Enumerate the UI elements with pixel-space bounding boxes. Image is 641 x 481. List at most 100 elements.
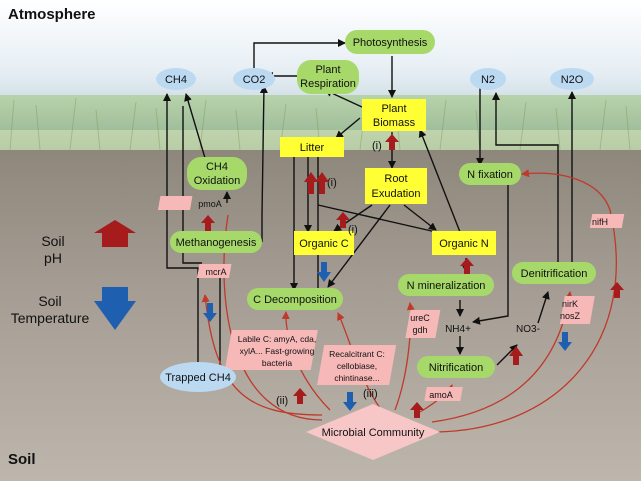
node-plant-respiration-line2: Respiration xyxy=(300,78,356,90)
gas-n2o-label: N2O xyxy=(561,74,584,86)
gene-recalcitrant: Recalcitrant C: cellobiase, chintinase..… xyxy=(317,345,397,385)
legend-temp-label: Soil Temperature xyxy=(4,293,96,327)
annotation-i-litter: (i) xyxy=(327,177,337,189)
legend-ph-label: Soil pH xyxy=(30,233,76,267)
gene-recalcitrant-line2: cellobiase, xyxy=(337,361,377,371)
node-plant-biomass: Plant Biomass xyxy=(362,99,426,131)
gene-urec-gdh: ureC gdh xyxy=(405,310,441,338)
gene-nifh: nifH xyxy=(589,214,625,228)
ph-up-arrow-icon xyxy=(410,402,424,418)
gene-mcra-label: mcrA xyxy=(206,267,227,277)
legend-temp-line2: Temperature xyxy=(10,310,90,326)
annotation-i-biomass: (i) xyxy=(372,140,382,152)
gene-nosz-label: nosZ xyxy=(560,311,581,321)
gene-labile-line2: xylA... Fast-growing xyxy=(240,346,315,356)
node-organic-c-label: Organic C xyxy=(299,238,349,250)
soil-label: Soil xyxy=(8,451,36,468)
node-photosynthesis: Photosynthesis xyxy=(345,30,435,54)
gene-mcra: mcrA xyxy=(196,264,232,278)
node-n-fixation: N fixation xyxy=(459,163,521,185)
node-plant-biomass-line1: Plant xyxy=(381,103,406,115)
ph-arrow-icons xyxy=(201,134,624,418)
node-ch4-oxidation-line2: Oxidation xyxy=(194,175,240,187)
gene-nirk-label: nirK xyxy=(562,299,578,309)
legend-ph-line2: pH xyxy=(44,250,62,266)
gene-amoa: amoA xyxy=(424,387,463,401)
gene-pmoa-label: pmoA xyxy=(198,199,222,209)
node-root-exudation-line1: Root xyxy=(384,173,407,185)
node-plant-respiration: Plant Respiration xyxy=(297,60,359,94)
node-plant-respiration-line1: Plant xyxy=(315,64,340,76)
gene-gdh-label: gdh xyxy=(412,325,427,335)
annotation-ii: (ii) xyxy=(276,395,288,407)
gas-ch4-label: CH4 xyxy=(165,74,187,86)
node-litter: Litter xyxy=(280,137,344,157)
temp-down-arrow-icon xyxy=(203,303,217,322)
legend-ph-line1: Soil xyxy=(41,233,65,249)
atmosphere-label: Atmosphere xyxy=(8,6,96,23)
node-c-decomposition-label: C Decomposition xyxy=(253,294,337,306)
node-root-exudation: Root Exudation xyxy=(365,168,427,204)
node-methanogenesis-label: Methanogenesis xyxy=(176,237,257,249)
node-denitrification: Denitrification xyxy=(512,262,596,284)
node-trapped-ch4: Trapped CH4 xyxy=(160,362,236,392)
gene-nifh-label: nifH xyxy=(592,217,608,227)
node-methanogenesis: Methanogenesis xyxy=(170,231,262,253)
node-organic-n-label: Organic N xyxy=(439,238,489,250)
node-c-decomposition: C Decomposition xyxy=(247,288,343,310)
node-organic-c: Organic C xyxy=(294,231,354,255)
annotation-iii: (iii) xyxy=(363,388,378,400)
node-root-exudation-line2: Exudation xyxy=(372,188,421,200)
ph-up-arrow-icon xyxy=(460,258,474,274)
node-trapped-ch4-label: Trapped CH4 xyxy=(165,372,231,384)
temp-arrow-icons xyxy=(203,262,572,411)
node-n-fixation-label: N fixation xyxy=(467,169,513,181)
node-microbial-community: Microbial Community xyxy=(306,404,440,460)
node-nitrification: Nitrification xyxy=(417,356,495,378)
ion-no3-label: NO3- xyxy=(516,324,540,335)
gas-n2o: N2O xyxy=(550,68,594,90)
ph-up-arrow-icon xyxy=(315,172,329,194)
black-flow-lines xyxy=(163,39,576,380)
gene-recalcitrant-line3: chintinase... xyxy=(334,373,379,383)
node-plant-biomass-line2: Biomass xyxy=(373,117,416,129)
gene-pmoa: pmoA xyxy=(157,196,222,210)
ph-up-arrow-icon xyxy=(385,134,399,150)
node-litter-label: Litter xyxy=(300,142,325,154)
gene-amoa-label: amoA xyxy=(429,390,453,400)
node-ch4-oxidation-line1: CH4 xyxy=(206,161,228,173)
node-microbial-community-label: Microbial Community xyxy=(322,427,425,439)
gene-nirk-nosz: nirK nosZ xyxy=(559,296,595,324)
legend-temp-arrow-icon xyxy=(94,287,136,330)
node-organic-n: Organic N xyxy=(432,231,496,255)
node-n-mineralization-label: N mineralization xyxy=(407,280,486,292)
legend-ph-arrow-icon xyxy=(94,220,136,247)
ph-up-arrow-icon xyxy=(610,282,624,298)
ion-nh4-label: NH4+ xyxy=(445,324,471,335)
gene-recalcitrant-line1: Recalcitrant C: xyxy=(329,349,385,359)
gas-co2-label: CO2 xyxy=(243,74,266,86)
ph-up-arrow-icon xyxy=(201,215,215,231)
temp-down-arrow-icon xyxy=(343,392,357,411)
gas-co2: CO2 xyxy=(233,68,275,90)
ph-up-arrow-icon xyxy=(509,346,523,365)
legend-temp-line1: Soil xyxy=(38,293,62,309)
gene-labile: Labile C: amyA, cda, xylA... Fast-growin… xyxy=(224,330,318,370)
gas-n2-label: N2 xyxy=(481,74,495,86)
gene-labile-line3: bacteria xyxy=(262,358,293,368)
ph-up-arrow-icon xyxy=(336,212,350,228)
gene-labile-line1: Labile C: amyA, cda, xyxy=(238,334,316,344)
ph-up-arrow-icon xyxy=(304,172,318,194)
temp-down-arrow-icon xyxy=(317,262,331,282)
gas-n2: N2 xyxy=(470,68,506,90)
gas-ch4: CH4 xyxy=(156,68,196,90)
node-nitrification-label: Nitrification xyxy=(429,362,483,374)
node-photosynthesis-label: Photosynthesis xyxy=(353,37,428,49)
node-n-mineralization: N mineralization xyxy=(398,274,494,296)
node-denitrification-label: Denitrification xyxy=(521,268,588,280)
gene-urec-label: ureC xyxy=(410,313,430,323)
temp-down-arrow-icon xyxy=(558,332,572,351)
node-ch4-oxidation: CH4 Oxidation xyxy=(187,157,247,190)
